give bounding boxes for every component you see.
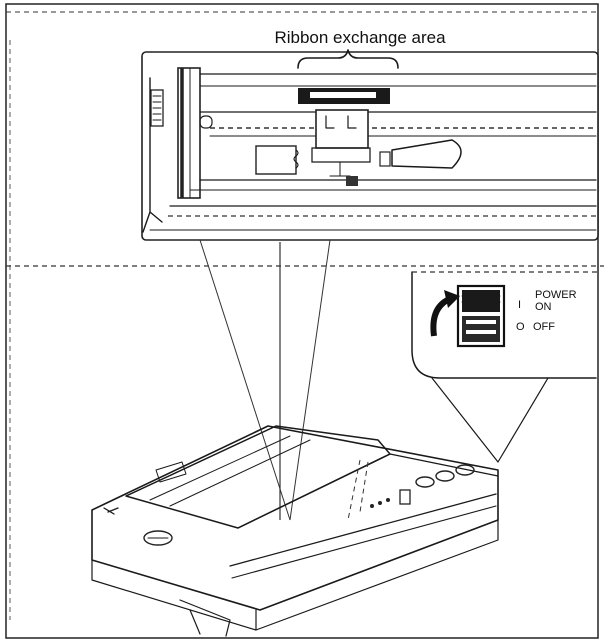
front-strip: [229, 493, 497, 567]
side-knob: [150, 89, 164, 127]
ribbon-area-brace: [297, 49, 399, 69]
carriage: [311, 147, 371, 163]
switch-inset-frame: [411, 271, 597, 379]
paper-feed: [179, 599, 231, 637]
ribbon-exchange-label: Ribbon exchange area: [274, 28, 446, 47]
off-symbol: O: [516, 321, 525, 333]
left-side-panel: [142, 77, 163, 233]
printer-body: [91, 425, 499, 637]
led-dot: [386, 498, 390, 502]
off-label: OFF: [533, 321, 555, 333]
print-head: [315, 109, 369, 149]
panel-button: [435, 470, 455, 482]
left-block: [255, 145, 297, 175]
power-label: POWER: [535, 289, 577, 301]
panel-button: [455, 464, 475, 476]
on-symbol: I: [518, 299, 521, 311]
led-dot: [378, 501, 382, 505]
led-dot: [370, 504, 374, 508]
ribbon-detail-inset: Ribbon exchange area: [6, 11, 599, 241]
release-lever: [391, 139, 462, 169]
printer-cover: [125, 425, 391, 529]
paper-tab: [155, 461, 187, 483]
panel-button: [415, 476, 435, 488]
side-mark: [103, 507, 119, 515]
on-label: ON: [535, 301, 552, 313]
inset-callout-lines: [6, 239, 604, 521]
power-switch-inset: POWER ON I O OFF: [411, 271, 598, 463]
platen-knob: [143, 530, 173, 546]
inset-frame: [141, 51, 599, 241]
platen-roller: [177, 67, 201, 199]
panel-indicator: [399, 489, 411, 505]
control-panel: [370, 464, 475, 508]
